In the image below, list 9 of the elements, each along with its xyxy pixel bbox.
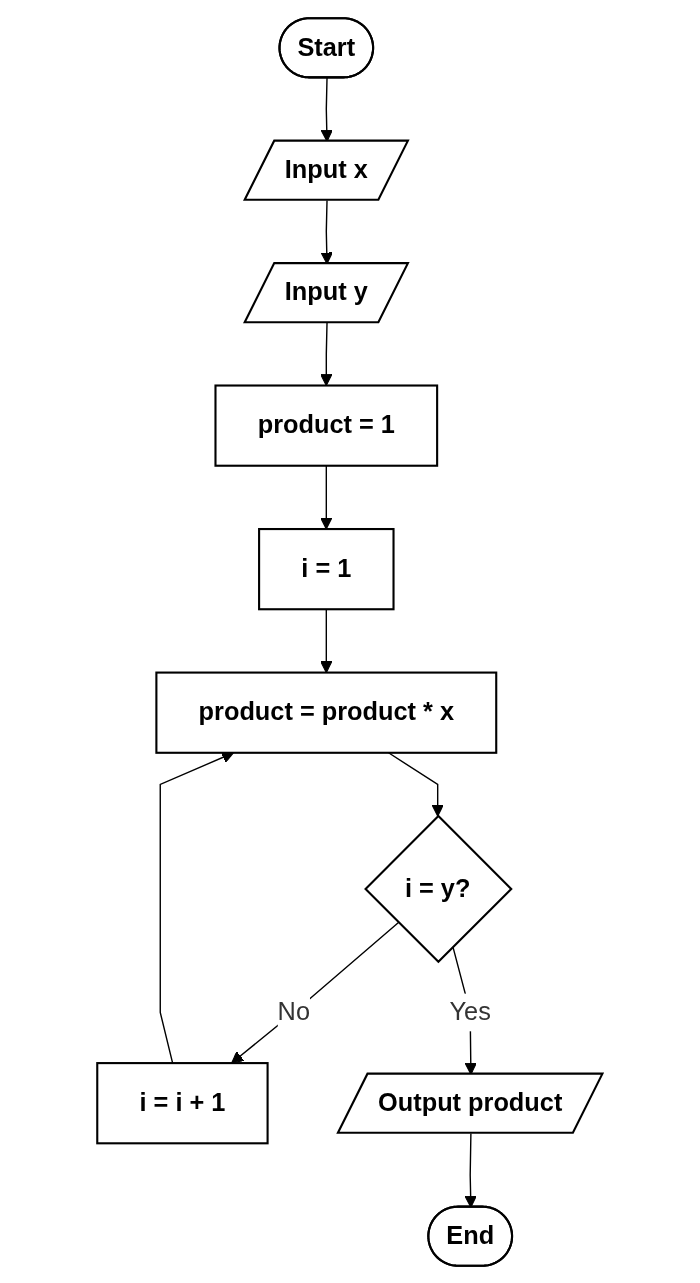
arrow xyxy=(320,321,333,386)
node-box: i = 1 xyxy=(258,527,395,610)
edge-label: Yes xyxy=(449,997,491,1026)
arrow xyxy=(320,608,333,673)
node-box: i = i + 1 xyxy=(96,1061,269,1144)
node-box: product = product * x xyxy=(155,671,498,754)
edge-label: No xyxy=(277,997,311,1026)
node-box: product = 1 xyxy=(214,383,439,467)
node-diamond: i = y? xyxy=(364,814,513,963)
